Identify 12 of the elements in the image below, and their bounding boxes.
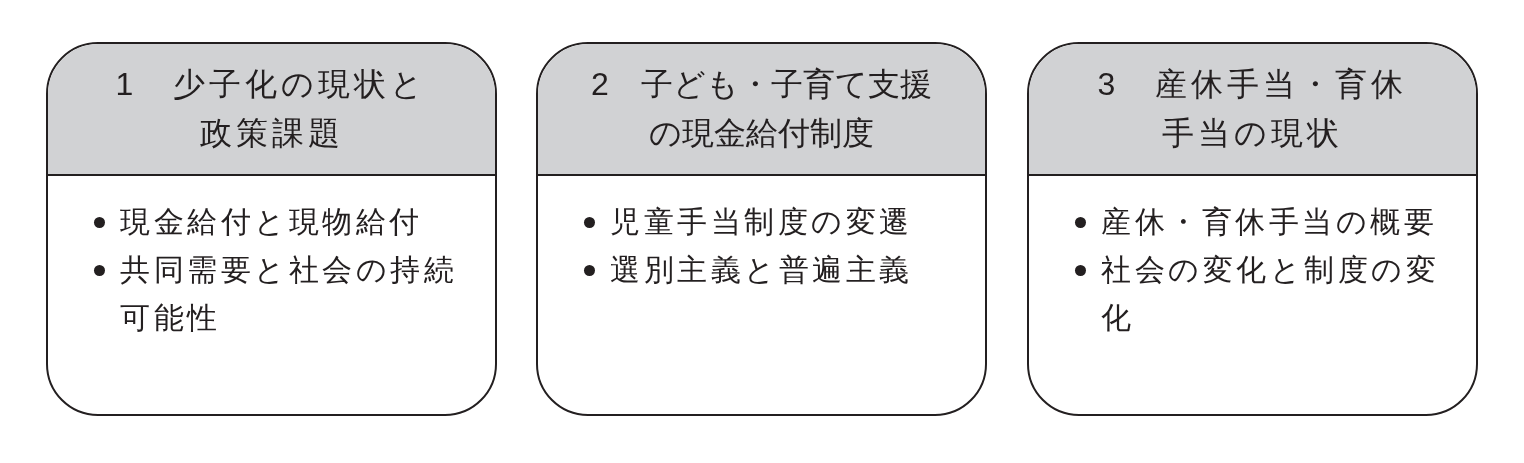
topic-card: [1027, 42, 1478, 416]
list-item-text: 現金給付と現物給付: [120, 204, 423, 240]
card-heading: 1 少子化の現状と政策課題: [114, 65, 429, 153]
card-heading: 2 子ども・子育て支援の現金給付制度: [590, 65, 933, 153]
topic-card: [536, 42, 987, 416]
list-item-text: 共同需要と社会の持続可能性: [120, 252, 458, 336]
card-heading: 3 産休手当・育休手当の現状: [1096, 65, 1409, 153]
topic-card: [46, 42, 497, 416]
list-item-text: 選別主義と普遍主義: [610, 252, 913, 288]
list-item-text: 産休・育休手当の概要: [1101, 204, 1437, 240]
list-item-text: 社会の変化と制度の変化: [1101, 252, 1440, 336]
list-item-text: 児童手当制度の変遷: [610, 204, 913, 240]
